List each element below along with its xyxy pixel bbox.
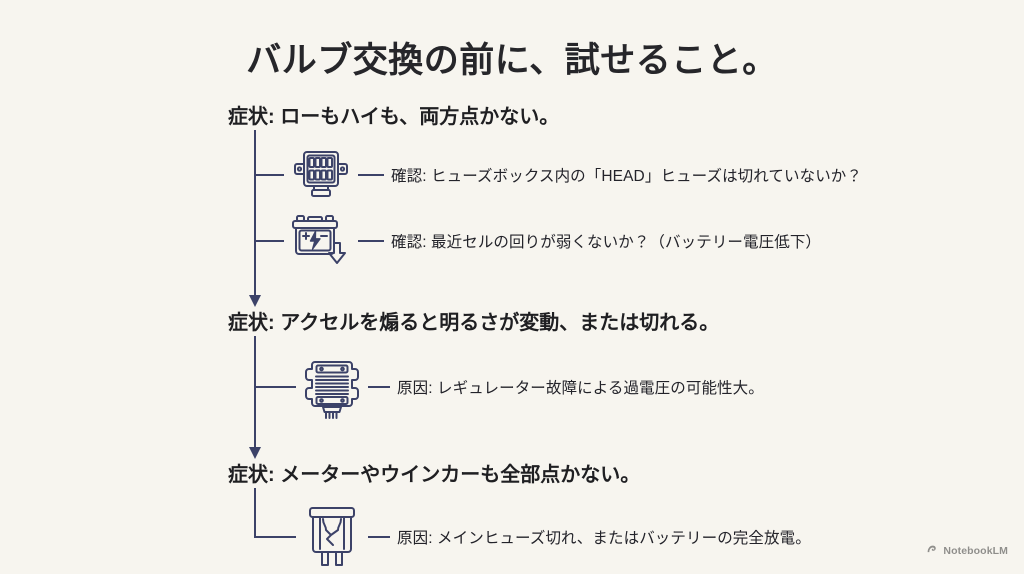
diagram-tree: 症状: ローもハイも、両方点かない。 [228, 104, 928, 574]
branch-container-3: 原因: メインヒューズ切れ、またはバッテリーの完全放電。 [254, 488, 928, 574]
connector-line-left [254, 386, 296, 388]
symptom-heading-1: 症状: ローもハイも、両方点かない。 [228, 106, 560, 128]
connector-line-left [254, 240, 284, 242]
connector-line-left [254, 536, 296, 538]
symptom-group-1: 症状: ローもハイも、両方点かない。 [228, 104, 928, 307]
flow-spine-2 [249, 336, 261, 459]
connector-line-right [368, 536, 390, 538]
detail-text: 確認: ヒューズボックス内の「HEAD」ヒューズは切れていないか？ [391, 168, 862, 185]
battery-low-voltage-icon [284, 210, 358, 272]
branch-row: 確認: ヒューズボックス内の「HEAD」ヒューズは切れていないか？ [254, 142, 928, 208]
symptom-group-2: 症状: アクセルを煽ると明るさが変動、または切れる。 [228, 310, 928, 459]
notebooklm-label: NotebookLM [943, 545, 1008, 557]
flow-spine-3 [254, 488, 256, 536]
page-title: バルブ交換の前に、試せること。 [246, 41, 778, 80]
symptom-heading-3: 症状: メーターやウインカーも全部点かない。 [228, 464, 641, 486]
branch-row: 確認: 最近セルの回りが弱くないか？（バッテリー電圧低下） [254, 208, 928, 274]
notebooklm-spark-icon [926, 542, 939, 560]
connector-line-right [358, 240, 384, 242]
regulator-rectifier-icon [296, 351, 368, 423]
connector-line-right [358, 174, 384, 176]
branch-row: 原因: レギュレーター故障による過電圧の可能性大。 [254, 348, 928, 426]
notebooklm-watermark: NotebookLM [926, 542, 1008, 560]
detail-text: 原因: メインヒューズ切れ、またはバッテリーの完全放電。 [397, 530, 811, 547]
symptom-group-3: 症状: メーターやウインカーも全部点かない。 [228, 462, 928, 574]
connector-line-left [254, 174, 284, 176]
blown-blade-fuse-icon [296, 502, 368, 572]
branch-row: 原因: メインヒューズ切れ、またはバッテリーの完全放電。 [254, 500, 928, 574]
detail-text: 原因: レギュレーター故障による過電圧の可能性大。 [397, 380, 764, 397]
fuse-box-icon [284, 144, 358, 206]
symptom-heading-2: 症状: アクセルを煽ると明るさが変動、または切れる。 [228, 312, 720, 334]
detail-text: 確認: 最近セルの回りが弱くないか？（バッテリー電圧低下） [391, 234, 822, 251]
connector-line-right [368, 386, 390, 388]
branch-container-1: 確認: ヒューズボックス内の「HEAD」ヒューズは切れていないか？ [249, 130, 928, 307]
flow-spine-1 [249, 130, 261, 307]
branch-container-2: 原因: レギュレーター故障による過電圧の可能性大。 [249, 336, 928, 459]
